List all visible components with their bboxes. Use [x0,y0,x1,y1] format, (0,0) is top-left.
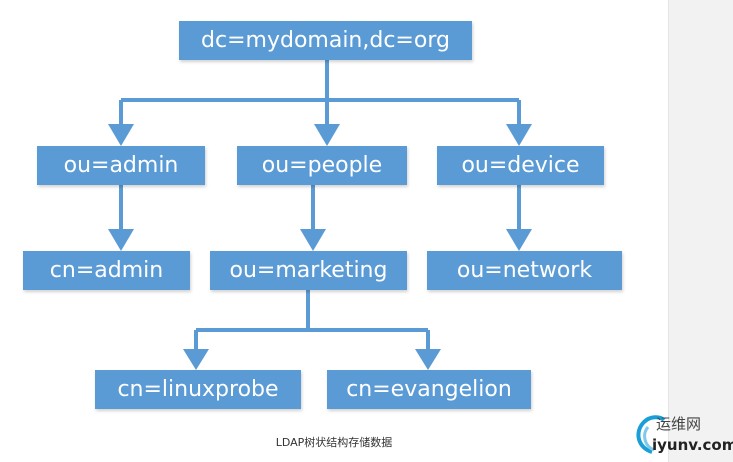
node-ou-people: ou=people [237,146,407,185]
node-root: dc=mydomain,dc=org [179,21,472,60]
watermark-text-cn: 运维网 [656,415,702,433]
watermark-logo-icon [636,415,666,454]
node-ou-device: ou=device [437,146,604,185]
node-cn-evangelion: cn=evangelion [327,370,531,409]
arrowhead-ou-admin [108,124,134,146]
arrowhead-cn-admin [108,229,134,251]
arrowhead-ou-people [314,124,340,146]
node-ou-network: ou=network [427,251,622,290]
figure-caption: LDAP树状结构存储数据 [275,436,393,449]
scrollbar-track[interactable] [668,0,733,462]
node-cn-linuxprobe: cn=linuxprobe [95,370,301,409]
arrowhead-marketing [300,229,326,251]
arrowhead-evangelion [415,349,441,370]
node-cn-admin: cn=admin [23,251,190,290]
arrowhead-linuxprobe [183,349,209,370]
watermark-text-domain: iyunv.com [652,436,733,454]
arrowhead-network [506,229,532,251]
node-ou-marketing: ou=marketing [210,251,407,290]
node-ou-admin: ou=admin [37,146,205,185]
arrowhead-ou-device [506,124,532,146]
